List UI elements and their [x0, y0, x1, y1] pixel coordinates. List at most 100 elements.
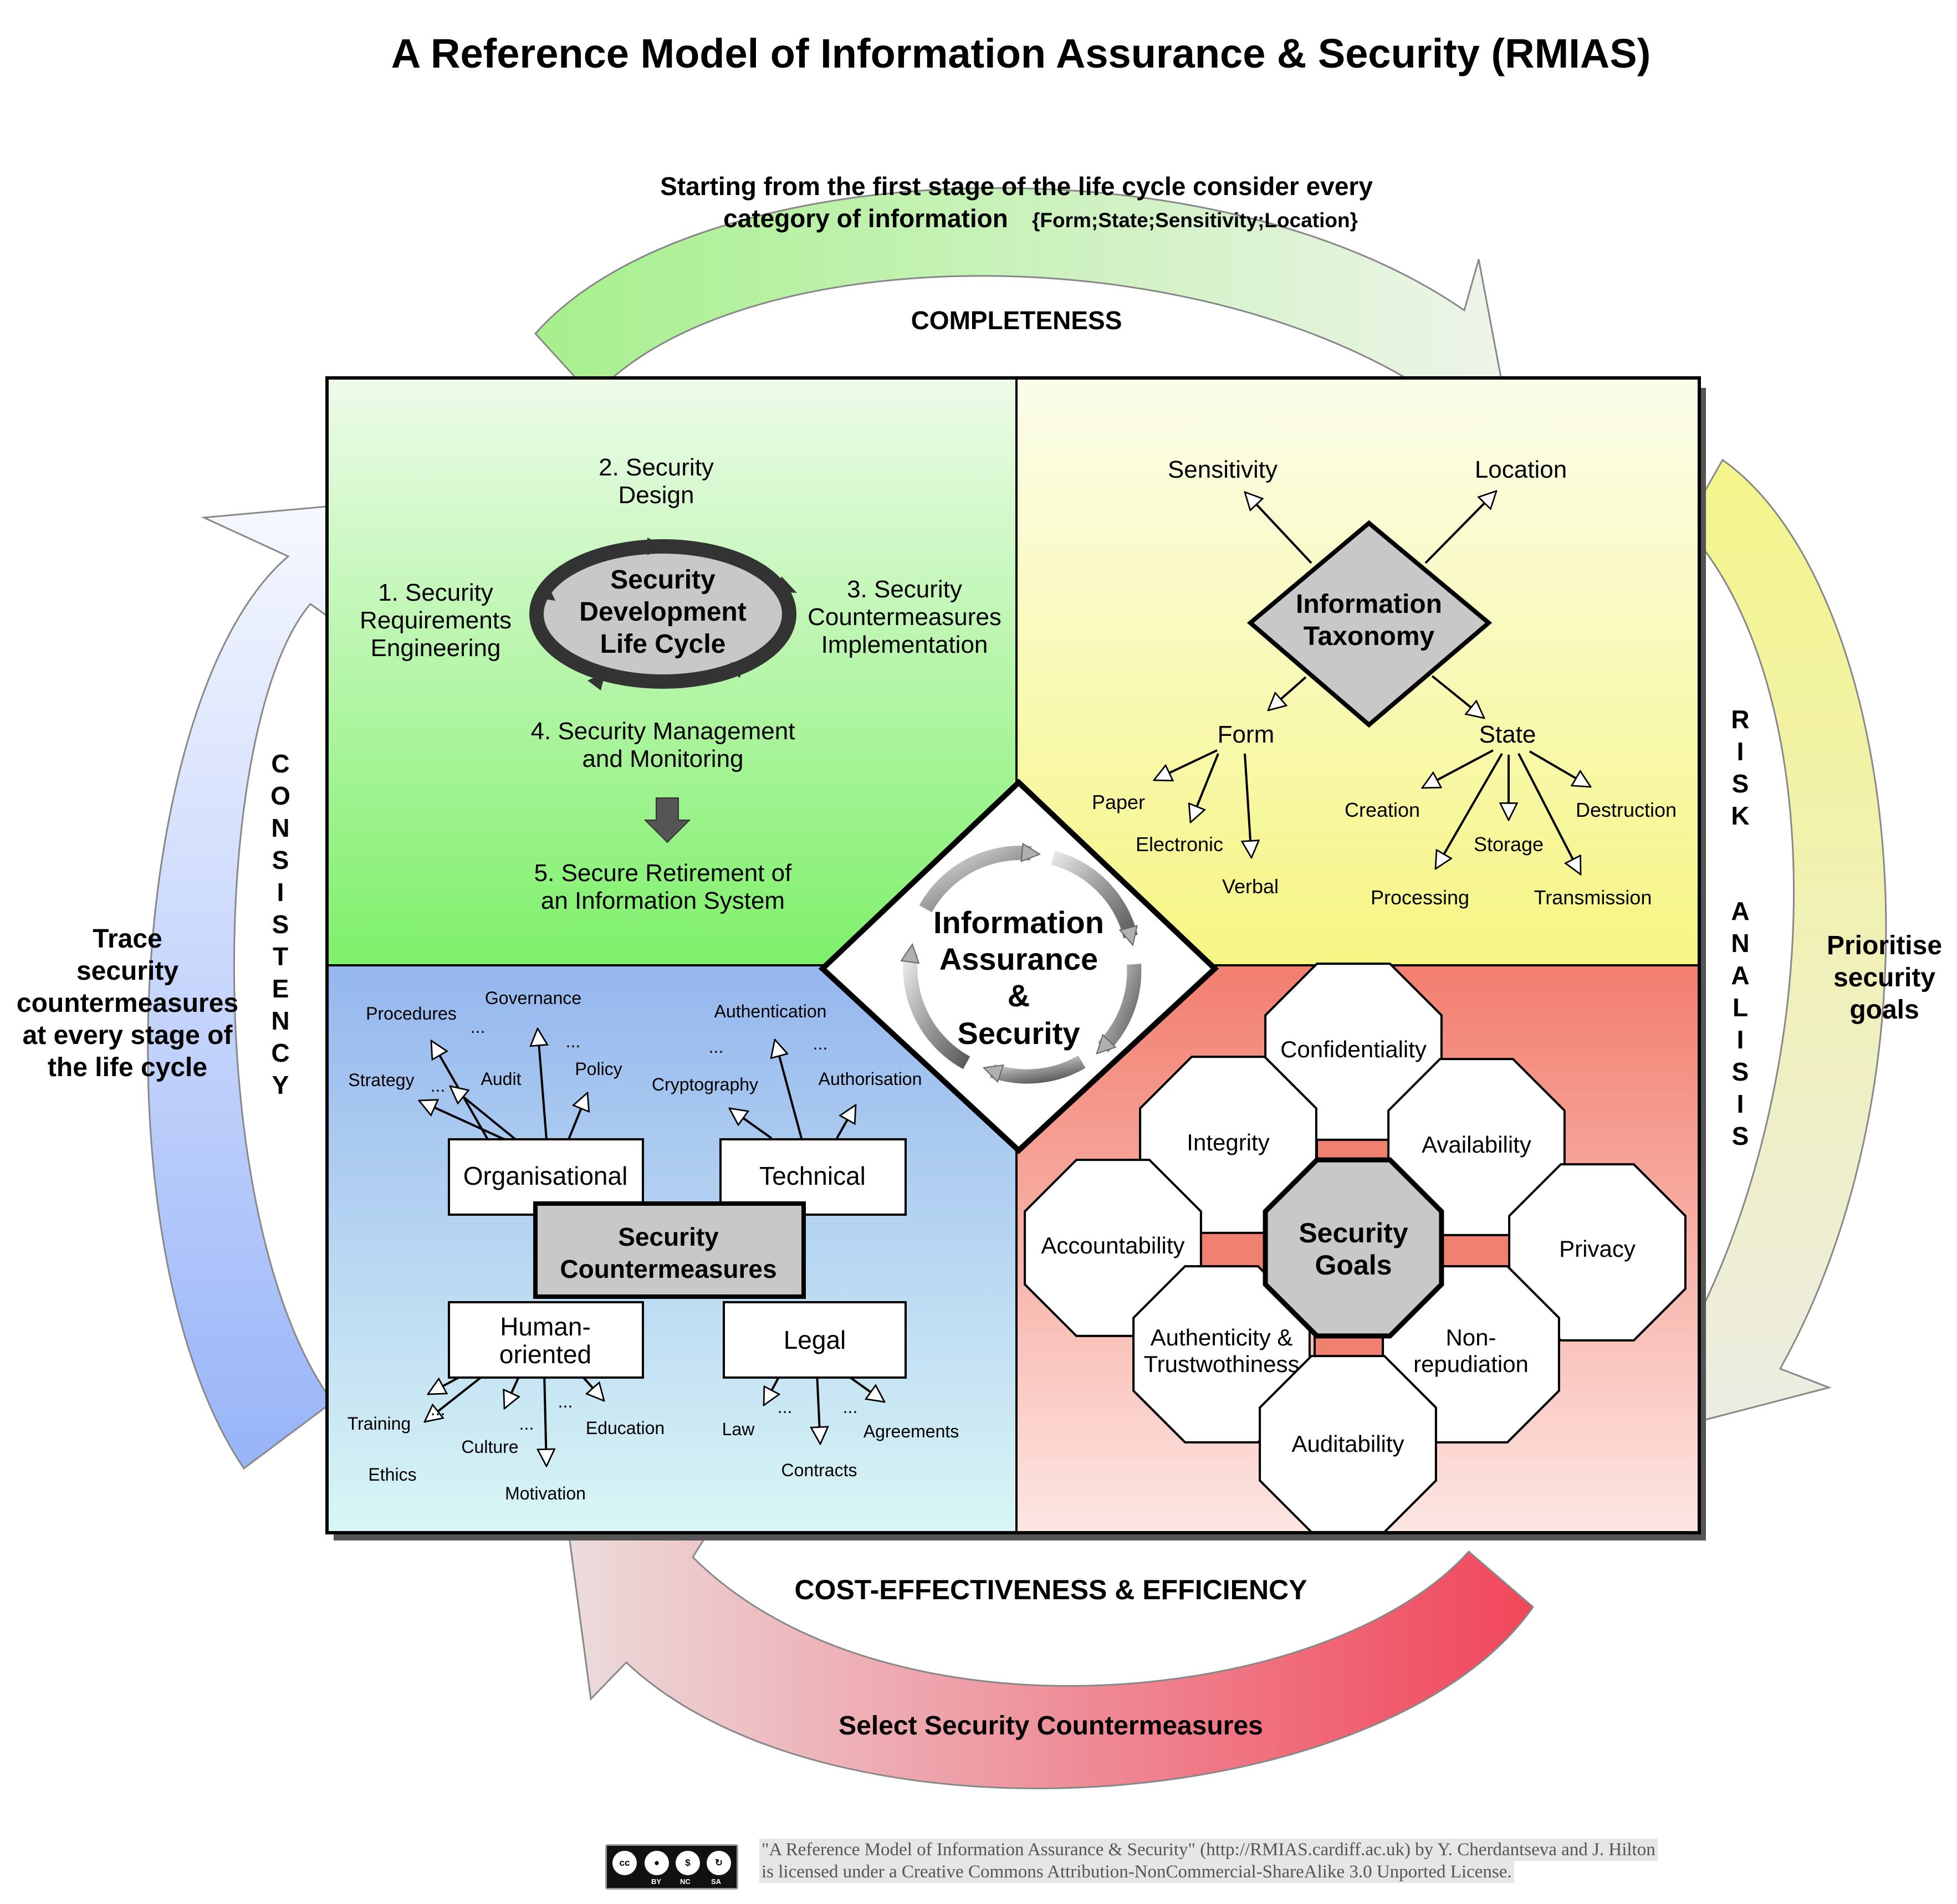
completeness-arrow — [534, 187, 1509, 422]
stage-3-label: Implementation — [821, 631, 988, 658]
top-arrow-text-line2: category of information — [723, 204, 1008, 233]
lifecycle-arrowhead — [776, 576, 797, 593]
vertical-letter: C — [271, 1038, 289, 1067]
right-arrow-text: Prioritise security goals — [1827, 931, 1942, 1025]
vertical-letter: K — [1731, 801, 1749, 830]
confidentiality-octagon — [1264, 963, 1443, 1141]
auditability-octagon — [1259, 1355, 1437, 1533]
lifecycle-center-label: Life Cycle — [600, 629, 726, 659]
processing-label: Processing — [1371, 886, 1469, 909]
stage-5-label: 5. Secure Retirement of — [534, 859, 792, 887]
stage-4-label: 4. Security Management — [531, 718, 795, 745]
culture-label: Culture — [461, 1437, 518, 1457]
destruction-label: Destruction — [1576, 799, 1677, 821]
authentication-label: Authentication — [714, 1001, 827, 1021]
center-diamond — [818, 779, 1219, 1154]
vertical-letter: S — [272, 846, 289, 874]
taxonomy-diamond — [1246, 520, 1493, 728]
vertical-letter: O — [270, 781, 290, 810]
legal-box — [723, 1301, 907, 1379]
ellipsis: ... — [431, 1399, 446, 1419]
stage-3-label: 3. Security — [847, 576, 962, 603]
license-text: "A Reference Model of Information Assura… — [759, 1839, 1790, 1883]
risk-analysis-arrow — [1655, 458, 1887, 1431]
human-oriented-box — [448, 1301, 644, 1379]
top-arrow-categories: {Form;State;Sensitivity;Location} — [1032, 209, 1358, 232]
ellipsis: ... — [778, 1397, 793, 1417]
transmission-label: Transmission — [1534, 886, 1652, 909]
taxonomy-center-label: Taxonomy — [1304, 622, 1435, 651]
stage-1-label: Requirements — [360, 607, 512, 634]
center-label: & — [1008, 978, 1030, 1013]
vertical-letter: N — [1731, 929, 1749, 958]
countermeasure-arrows — [419, 1028, 885, 1466]
vertical-letter: S — [272, 910, 289, 939]
stage-2-label: 2. Security — [599, 454, 714, 481]
top-arrow-text-line1: Starting from the first stage of the lif… — [660, 172, 1373, 201]
stage-4-label: and Monitoring — [582, 745, 743, 772]
countermeasure-boxes — [448, 1138, 907, 1379]
organisational-label: Organisational — [463, 1161, 628, 1190]
license-line-2: is licensed under a Creative Commons Att… — [759, 1861, 1514, 1883]
creation-label: Creation — [1345, 799, 1420, 821]
vertical-letter: S — [1732, 1122, 1749, 1150]
goals-center-label: Security — [1299, 1217, 1408, 1248]
ellipsis: ... — [558, 1391, 573, 1411]
goals-center-octagon — [1263, 1157, 1444, 1339]
goals-diagram — [1024, 963, 1687, 1533]
sa-label: SA — [711, 1877, 722, 1886]
privacy-label: Privacy — [1559, 1236, 1636, 1262]
countermeasures-center-label: Security — [618, 1222, 719, 1251]
sharealike-icon: ↻ — [707, 1851, 731, 1875]
svg-text:at every stage of: at every stage of — [23, 1021, 233, 1050]
cc-license-badge[interactable]: cc ● $ ↻ BY NC SA — [605, 1844, 738, 1890]
form-label: Form — [1218, 721, 1275, 748]
procedures-label: Procedures — [366, 1004, 457, 1023]
human-oriented-label: oriented — [499, 1340, 591, 1369]
countermeasures-center-label: Countermeasures — [560, 1255, 776, 1283]
auditability-label: Auditability — [1291, 1431, 1404, 1457]
ellipsis: ... — [813, 1033, 828, 1053]
noncommercial-icon: $ — [676, 1851, 700, 1875]
motivation-label: Motivation — [505, 1483, 586, 1503]
ellipsis: ... — [519, 1414, 534, 1434]
countermeasures-center-box — [533, 1201, 806, 1299]
authenticity-label: Trustwothiness — [1144, 1351, 1300, 1377]
vertical-letter: I — [1737, 737, 1744, 766]
policy-label: Policy — [575, 1059, 622, 1079]
location-label: Location — [1475, 456, 1567, 483]
vertical-letter: C — [271, 749, 289, 778]
lifecycle-arrowhead — [587, 673, 605, 690]
contracts-label: Contracts — [781, 1460, 857, 1480]
center-cycle — [900, 842, 1142, 1084]
completeness-label: COMPLETENESS — [911, 306, 1122, 335]
ellipsis: ... — [709, 1037, 724, 1057]
vertical-letter: N — [271, 1006, 289, 1035]
verbal-label: Verbal — [1222, 875, 1279, 898]
center-label: Information — [933, 905, 1104, 940]
license-line-1: "A Reference Model of Information Assura… — [759, 1839, 1658, 1861]
authenticity-label: Authenticity & — [1151, 1324, 1293, 1350]
vertical-letter: N — [271, 813, 289, 842]
attribution-icon: ● — [645, 1851, 669, 1875]
agreements-label: Agreements — [863, 1421, 959, 1441]
integrity-label: Integrity — [1187, 1129, 1269, 1155]
vertical-letter: S — [1732, 1057, 1749, 1086]
svg-text:Prioritise: Prioritise — [1827, 931, 1942, 960]
stage-3-label: Countermeasures — [808, 603, 1002, 631]
human-oriented-label: Human- — [500, 1312, 591, 1341]
goals-center-label: Goals — [1315, 1250, 1392, 1281]
vertical-letter: I — [277, 878, 284, 907]
technical-label: Technical — [759, 1161, 866, 1190]
lifecycle-diagram: Security Development Life Cycle 2. Secur… — [360, 454, 1002, 914]
vertical-letter: L — [1733, 993, 1748, 1022]
ellipsis: ... — [843, 1397, 858, 1417]
stage-1-label: Engineering — [371, 634, 501, 662]
center-label: Assurance — [939, 941, 1098, 976]
law-label: Law — [722, 1419, 755, 1439]
authorisation-label: Authorisation — [819, 1069, 922, 1089]
stage-2-label: Design — [619, 482, 694, 509]
